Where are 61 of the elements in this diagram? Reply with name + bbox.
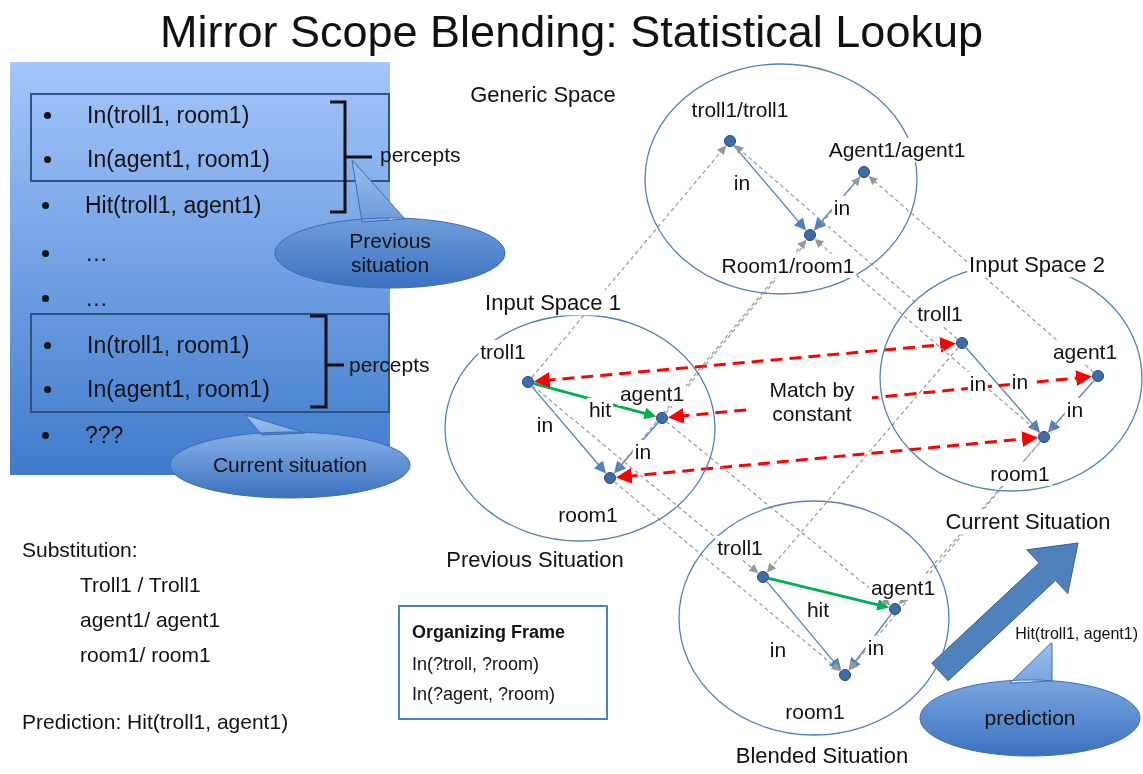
list-item: In(troll1, room1): [87, 331, 250, 359]
dashed-arrow: [666, 421, 891, 606]
edge-label: Hit(troll1, agent1): [1013, 624, 1140, 644]
text-label: room1/ room1: [80, 642, 211, 668]
point-marker: [522, 376, 534, 388]
bubble-text: prediction: [983, 705, 1077, 731]
point-label: troll1: [715, 535, 765, 561]
text-label: Prediction: Hit(troll1, agent1): [22, 709, 289, 735]
dashed-arrow: [613, 239, 807, 474]
frame-text: In(?agent, ?room): [412, 683, 556, 705]
arrow: [965, 346, 1041, 433]
block-arrow: [931, 542, 1079, 682]
list-item: In(agent1, room1): [87, 145, 270, 173]
bubble-text: Current situation: [212, 452, 368, 478]
dashed-arrow: [615, 431, 1039, 484]
point-marker: [724, 135, 736, 147]
list-item: In(agent1, room1): [87, 375, 270, 403]
dashed-arrow: [766, 347, 959, 573]
point-label: troll1: [915, 301, 965, 327]
point-marker: [604, 472, 616, 484]
point-marker: [956, 337, 968, 349]
point-marker: [889, 603, 901, 615]
list-item: ???: [85, 421, 124, 449]
speech-bubble: [920, 642, 1140, 756]
text-label: Troll1 / Troll1: [80, 572, 201, 598]
list-item: Hit(troll1, agent1): [85, 191, 262, 219]
point-marker: [858, 166, 870, 178]
frame-title: Organizing Frame: [412, 621, 566, 643]
point-marker: [757, 571, 769, 583]
speech-bubble: [170, 415, 410, 498]
text-label: agent1/ agent1: [80, 607, 221, 633]
list-item: In(troll1, room1): [87, 101, 250, 129]
text-label: Substitution:: [22, 537, 138, 563]
space-title: Current Situation: [943, 509, 1113, 535]
list-item: …: [85, 284, 108, 312]
point-label: agent1: [1050, 339, 1120, 365]
title: Mirror Scope Blending: Statistical Lookup: [160, 6, 983, 58]
list-item: …: [85, 239, 108, 267]
arrow: [768, 576, 890, 611]
dashed-arrow: [614, 481, 841, 672]
point-label: agent1: [868, 575, 938, 601]
point-marker: [804, 229, 816, 241]
point-marker: [839, 669, 851, 681]
point-label: room1: [988, 461, 1052, 487]
arrow: [531, 385, 607, 474]
point-marker: [1092, 370, 1104, 382]
dashed-arrow: [868, 175, 1095, 373]
dashed-arrow: [531, 145, 727, 378]
point-marker: [1038, 431, 1050, 443]
dashed-arrow: [532, 385, 759, 574]
arrow: [733, 144, 807, 231]
point-marker: [656, 412, 668, 424]
dashed-arrow: [665, 176, 861, 414]
dashed-arrow: [533, 337, 957, 388]
dashed-arrow: [734, 144, 959, 340]
arrow: [766, 580, 842, 671]
bubble-text: Previous situation: [348, 228, 432, 278]
frame-text: In(?troll, ?room): [412, 653, 540, 675]
frame-box: [398, 605, 608, 720]
point-label: Agent1/agent1: [826, 137, 968, 163]
dashed-arrow: [814, 238, 1041, 434]
